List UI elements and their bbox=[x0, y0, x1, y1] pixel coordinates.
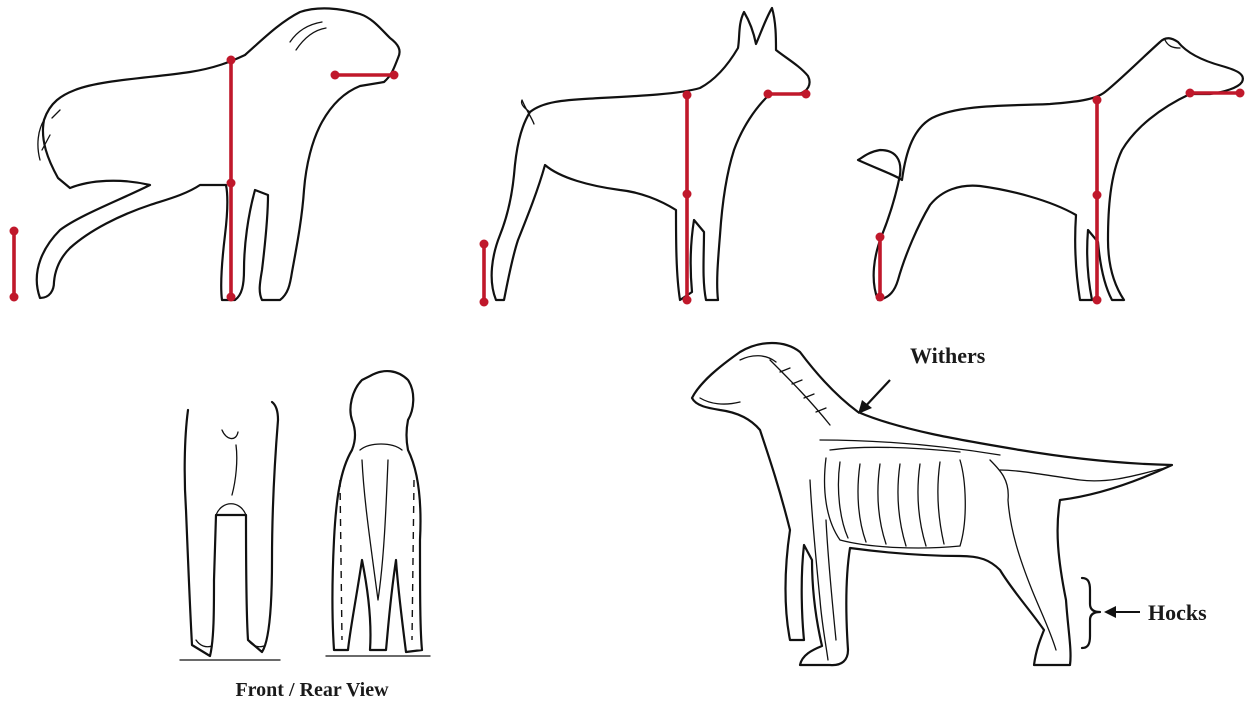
dog-rear-view bbox=[326, 371, 430, 656]
dog-skeleton-illustration bbox=[692, 343, 1172, 665]
hocks-label: Hocks bbox=[1148, 600, 1207, 625]
hocks-arrow-icon bbox=[1104, 606, 1116, 618]
dog-silhouette-greyhound bbox=[858, 38, 1243, 300]
dog-silhouette-shaggy bbox=[37, 8, 400, 300]
withers-annotation: Withers bbox=[858, 343, 986, 414]
hocks-annotation: Hocks bbox=[1082, 578, 1207, 648]
measurement-lines-dog3 bbox=[876, 89, 1245, 305]
measurement-lines-dog2 bbox=[480, 90, 811, 307]
dog-front-view bbox=[180, 402, 280, 660]
withers-label: Withers bbox=[910, 343, 986, 368]
dog-silhouette-terrier bbox=[492, 8, 810, 300]
front-rear-view-caption: Front / Rear View bbox=[235, 679, 389, 701]
